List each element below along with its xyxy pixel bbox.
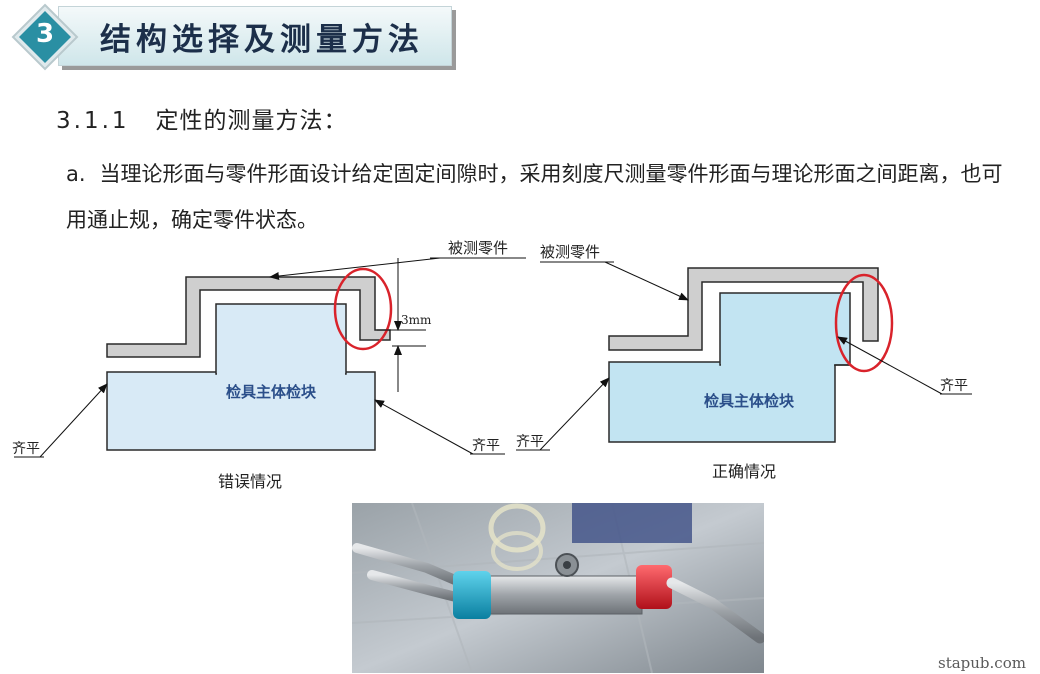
subsection-heading: 3.1.1 定性的测量方法： — [56, 101, 348, 135]
block-label-wrong: 检具主体检块 — [226, 383, 317, 401]
gap-label: 3mm — [401, 313, 432, 327]
description-paragraph: a.当理论形面与零件形面设计给定固定间隙时，采用刻度尺测量零件形面与理论形面之间… — [66, 151, 1006, 243]
inspection-block-correct — [608, 361, 836, 443]
description-text: 当理论形面与零件形面设计给定固定间隙时，采用刻度尺测量零件形面与理论形面之间距离… — [66, 162, 1003, 232]
watermark: stapub.com — [938, 654, 1026, 672]
block-label-correct: 检具主体检块 — [704, 392, 795, 410]
highlight-ring-correct — [834, 273, 894, 373]
flush-label-correct-right: 齐平 — [940, 378, 968, 394]
inspection-block-top-wrong — [215, 303, 347, 375]
measured-part-wrong — [106, 276, 391, 358]
flush-label-wrong-left: 齐平 — [12, 441, 40, 457]
flush-label-correct-left: 齐平 — [516, 434, 544, 450]
measured-part-correct — [608, 267, 879, 351]
highlight-ring-wrong — [333, 267, 393, 351]
inspection-block-wrong — [106, 371, 376, 451]
inspection-block-top-correct — [719, 292, 851, 366]
section-header-bar — [58, 6, 452, 66]
flush-label-wrong-right: 齐平 — [472, 438, 500, 454]
caption-correct: 正确情况 — [712, 462, 776, 481]
part-label-wrong: 被测零件 — [448, 239, 508, 257]
diagram-correct-case: 被测零件 检具主体检块 齐平 齐平 正确情况 — [516, 243, 972, 481]
measurement-diagrams: 被测零件 检具主体检块 3mm 齐平 齐平 错误情况 被测零件 检具主体检块 齐… — [12, 239, 972, 491]
section-badge-icon — [11, 3, 79, 71]
part-label-correct: 被测零件 — [540, 243, 600, 261]
gauge-photo — [352, 503, 764, 673]
section-number: 3 — [35, 19, 55, 49]
section-title: 结构选择及测量方法 — [100, 22, 424, 58]
caption-wrong: 错误情况 — [218, 472, 282, 491]
diagram-wrong-case: 被测零件 检具主体检块 3mm 齐平 齐平 错误情况 — [12, 239, 526, 491]
subsection-title: 定性的测量方法： — [155, 108, 348, 134]
subsection-number: 3.1.1 — [56, 108, 130, 134]
description-marker: a. — [66, 162, 86, 186]
